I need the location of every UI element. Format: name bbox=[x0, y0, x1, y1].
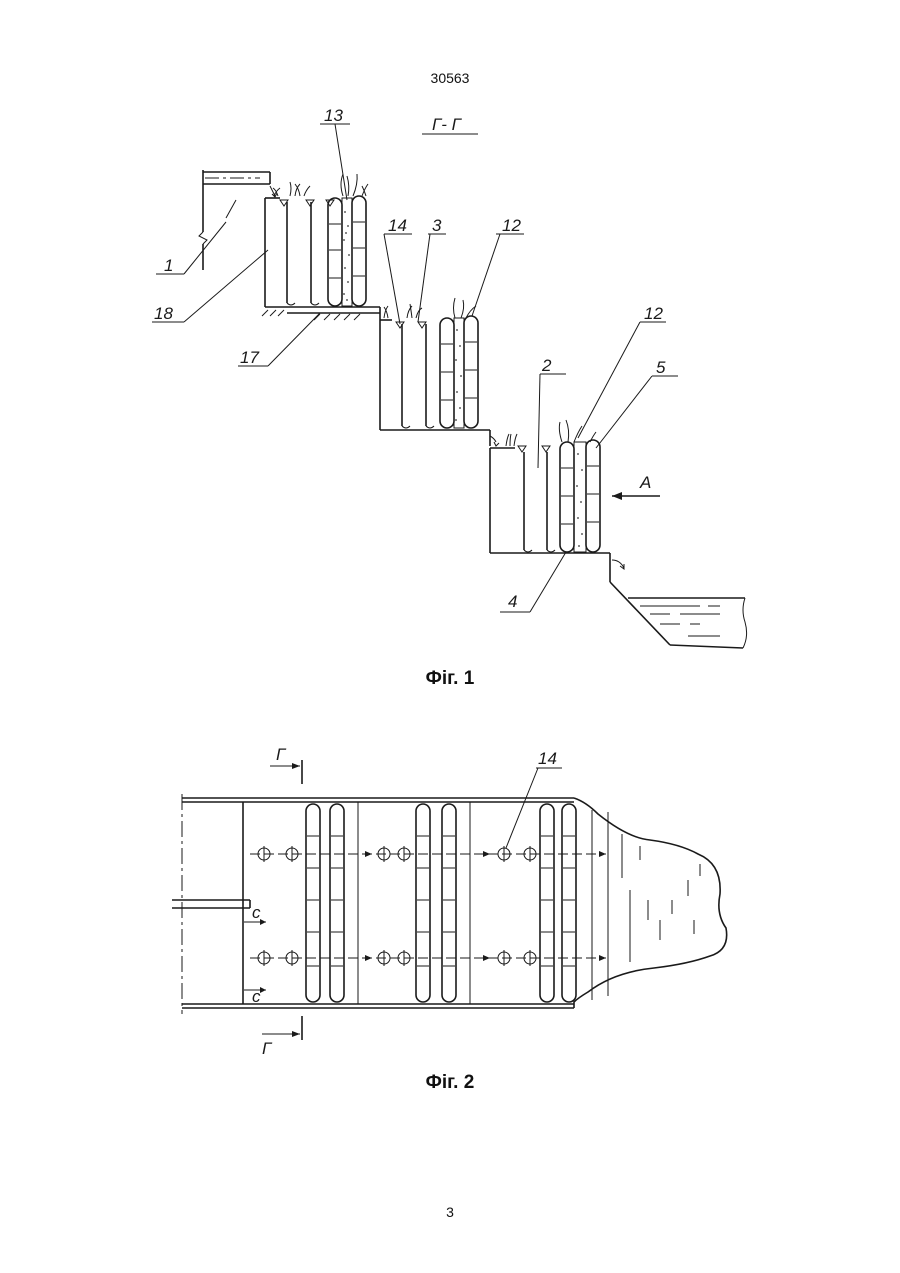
label-4: 4 bbox=[508, 592, 517, 611]
flow-line-upper bbox=[250, 851, 606, 857]
step-1-fascines bbox=[328, 196, 366, 306]
cut-mark-top: с bbox=[244, 903, 266, 925]
label-2: 2 bbox=[541, 356, 552, 375]
label-12-lower: 12 bbox=[644, 304, 663, 323]
fascine-pair-3 bbox=[540, 804, 576, 1002]
fig1-callouts: 13 1 18 17 14 3 12 bbox=[152, 106, 678, 612]
label-5: 5 bbox=[656, 358, 666, 377]
water-body-plan bbox=[574, 798, 727, 1008]
figure-2-drawing: Г Г bbox=[172, 745, 727, 1058]
svg-text:Г: Г bbox=[276, 745, 287, 764]
inlet-pipe bbox=[172, 900, 250, 908]
cut-mark-bottom: с bbox=[244, 987, 266, 1006]
figure-1-caption: Фіг. 1 bbox=[0, 668, 900, 690]
label-13: 13 bbox=[324, 106, 343, 125]
label-14-plan: 14 bbox=[538, 749, 557, 768]
figure-2-caption: Фіг. 2 bbox=[0, 1072, 900, 1094]
view-arrow-a: А bbox=[612, 473, 660, 500]
label-1: 1 bbox=[164, 256, 173, 275]
fascine-pair-1 bbox=[306, 804, 344, 1002]
step-3-fascines bbox=[560, 440, 600, 552]
svg-text:с: с bbox=[252, 903, 261, 922]
flow-line-lower bbox=[250, 955, 606, 961]
label-18: 18 bbox=[154, 304, 173, 323]
label-3: 3 bbox=[432, 216, 442, 235]
step-2-fascines bbox=[440, 316, 478, 428]
label-17: 17 bbox=[240, 348, 259, 367]
view-label: А bbox=[639, 473, 651, 492]
svg-text:с: с bbox=[252, 987, 261, 1006]
section-label: Г- Г bbox=[432, 115, 463, 134]
section-mark-bottom: Г bbox=[262, 1016, 302, 1058]
section-mark-top: Г bbox=[270, 745, 302, 784]
ground-hatching-1 bbox=[262, 310, 380, 320]
svg-text:Г: Г bbox=[262, 1039, 273, 1058]
figure-1-drawing: Г- Г bbox=[152, 106, 747, 648]
outlet-holes bbox=[258, 846, 536, 966]
step-3-chamber bbox=[490, 420, 670, 645]
fascine-pair-2 bbox=[416, 804, 456, 1002]
step-1-chamber bbox=[265, 174, 380, 307]
page-number: 3 bbox=[0, 1204, 900, 1220]
water-body bbox=[628, 598, 747, 648]
label-14: 14 bbox=[388, 216, 407, 235]
label-12-upper: 12 bbox=[502, 216, 521, 235]
channel-outline bbox=[182, 794, 608, 1014]
